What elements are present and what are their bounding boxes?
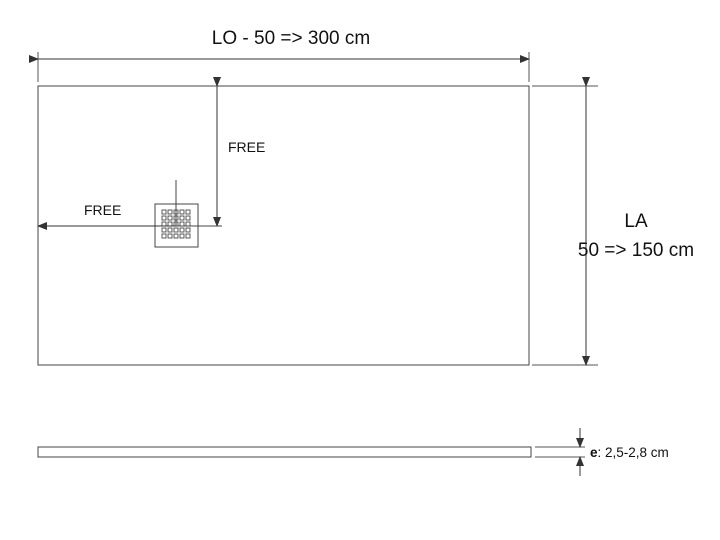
- drain-hole: [167, 233, 173, 239]
- width-range: 50 => 150 cm: [578, 240, 694, 261]
- drain-hole: [179, 227, 185, 233]
- drain-hole: [185, 215, 191, 221]
- thickness-label: e: 2,5-2,8 cm: [590, 445, 669, 460]
- free-vertical-dimension: FREE: [176, 77, 265, 227]
- length-label: LO - 50 => 300 cm: [212, 28, 370, 49]
- drain-hole: [179, 209, 185, 215]
- drain-hole: [161, 215, 167, 221]
- thickness-key: e: [590, 445, 598, 460]
- width-dimension: LA 50 => 150 cm: [532, 77, 694, 366]
- width-title: LA: [624, 211, 648, 232]
- free-horizontal-label: FREE: [84, 202, 121, 218]
- thickness-dimension: e: 2,5-2,8 cm: [576, 428, 669, 476]
- drain-hole: [173, 233, 179, 239]
- drain-hole: [173, 227, 179, 233]
- drain-hole: [179, 233, 185, 239]
- drain-hole: [161, 233, 167, 239]
- drain-hole: [167, 209, 173, 215]
- drain-hole: [185, 209, 191, 215]
- drain-hole: [179, 215, 185, 221]
- length-dimension: LO - 50 => 300 cm: [29, 28, 530, 82]
- thickness-value: : 2,5-2,8 cm: [598, 445, 669, 460]
- tray-side-view: [37, 446, 585, 458]
- drain-hole: [185, 233, 191, 239]
- drain-hole: [167, 215, 173, 221]
- drain-hole: [161, 209, 167, 215]
- free-vertical-label: FREE: [228, 139, 265, 155]
- free-horizontal-dimension: FREE: [37, 180, 177, 230]
- drain-hole: [185, 227, 191, 233]
- drain-hole: [167, 227, 173, 233]
- drain-hole: [161, 227, 167, 233]
- drain-holes: [161, 209, 191, 239]
